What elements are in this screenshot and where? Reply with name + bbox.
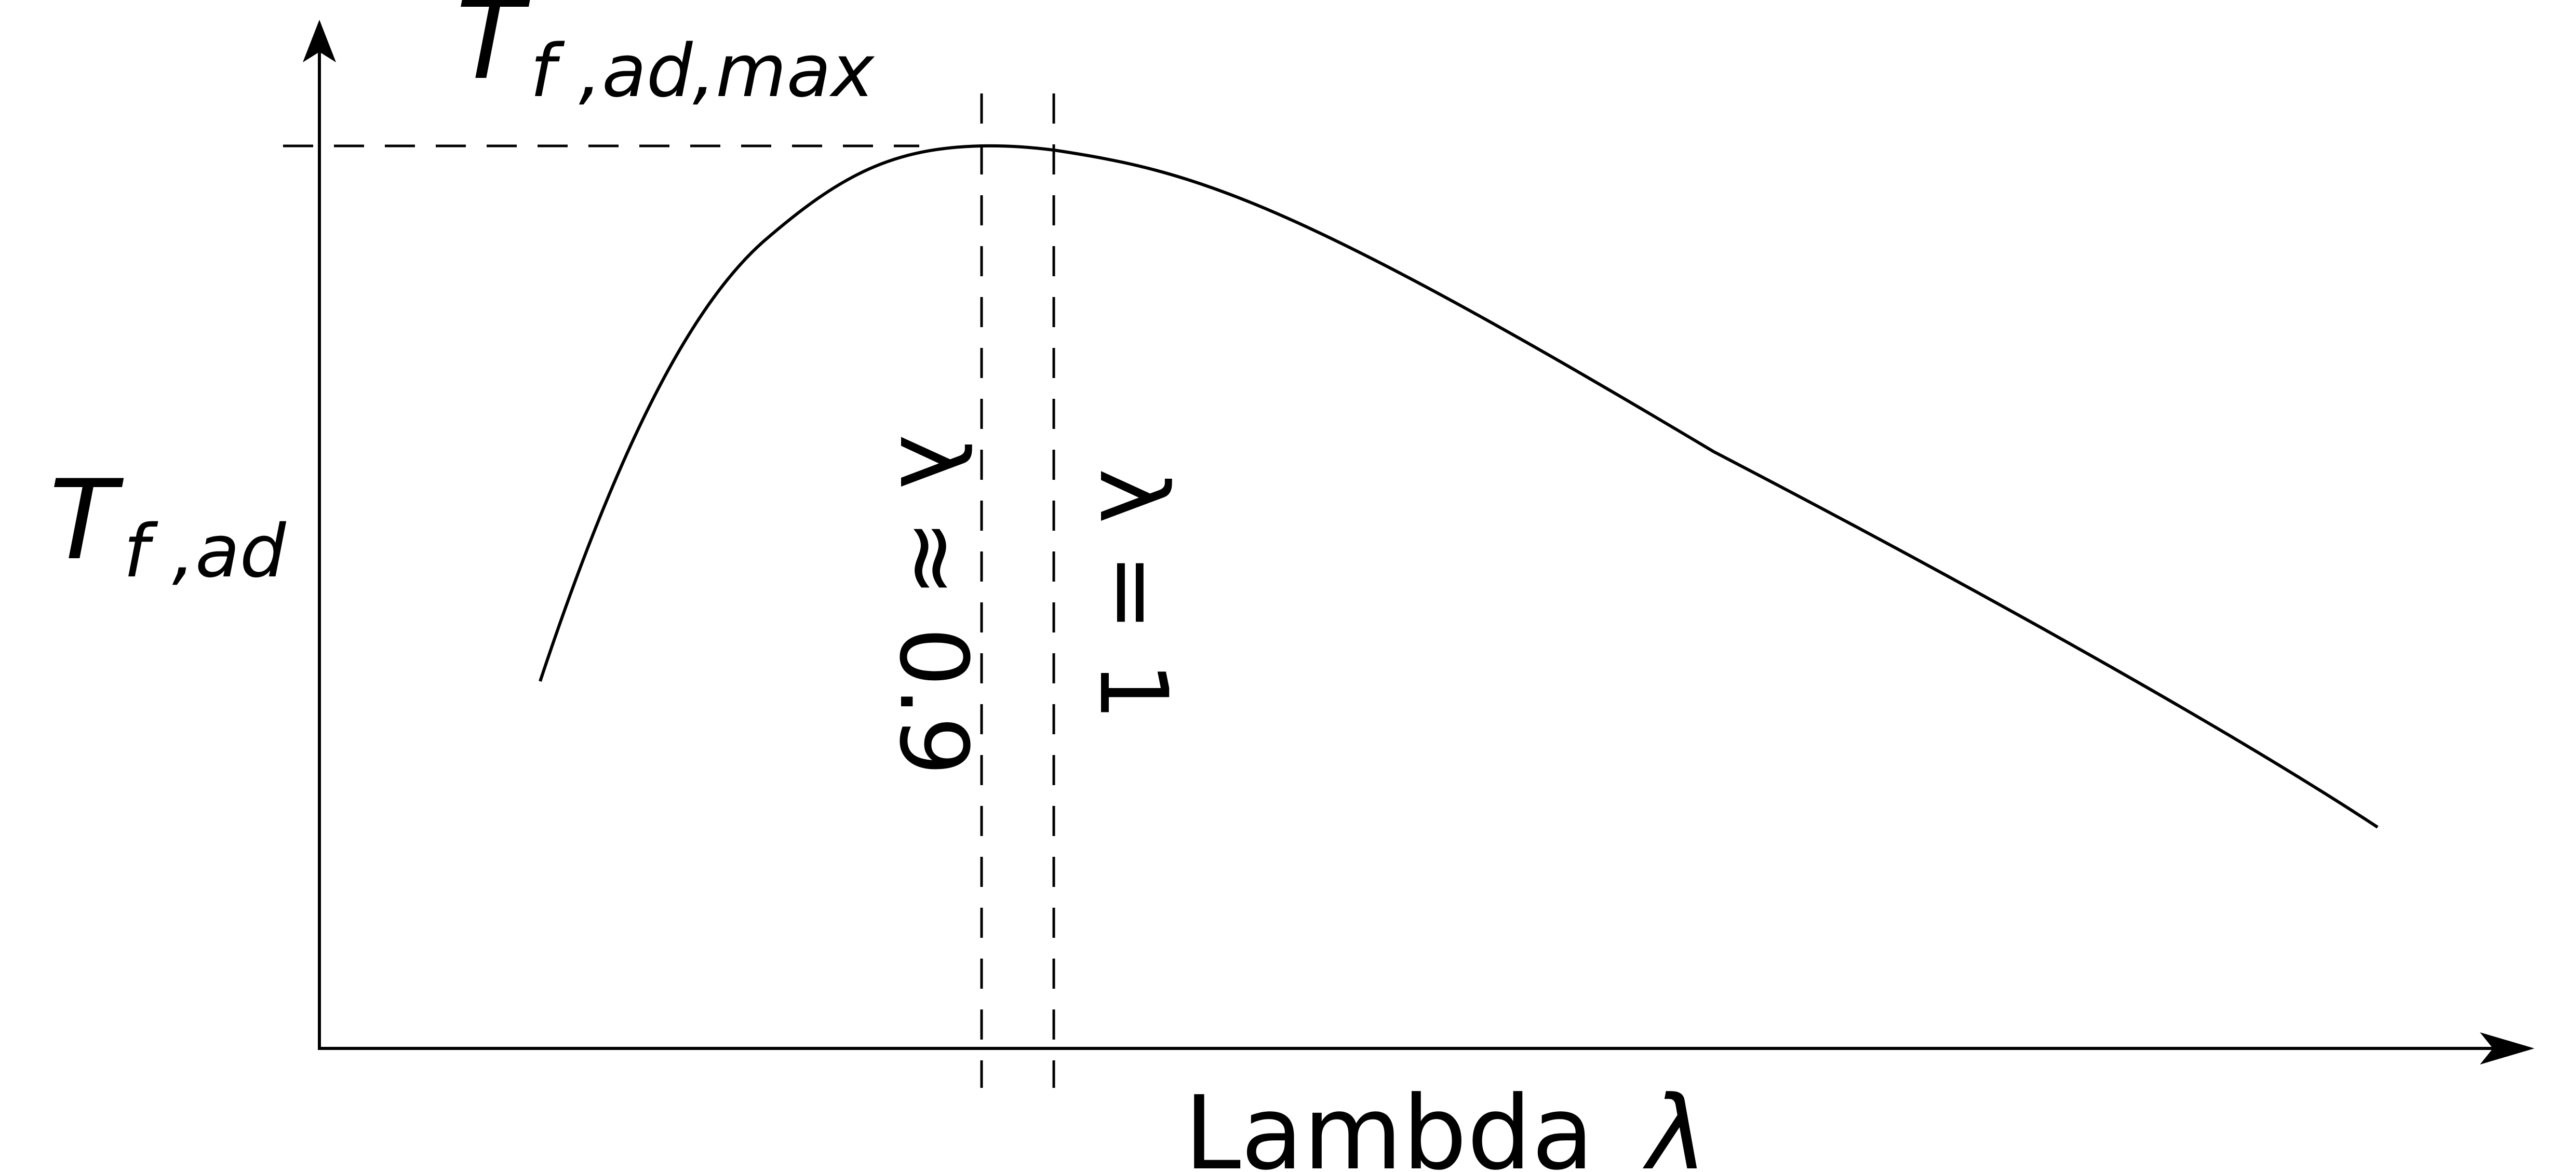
y-axis-label: T f ,ad	[49, 456, 287, 594]
y-axis-label-symbol: T	[49, 456, 124, 584]
lambda-equals-1-label: λ = 1	[1079, 468, 1187, 721]
peak-temperature-label: T f ,ad,max	[456, 0, 875, 114]
x-axis-label-text: Lambda	[1184, 1074, 1594, 1172]
peak-label-symbol: T	[456, 0, 531, 104]
y-axis-label-subscript: f ,ad	[124, 509, 287, 594]
x-axis-arrowhead	[2480, 1032, 2534, 1065]
x-axis-label-symbol: λ	[1642, 1074, 1707, 1172]
x-axis-label: Lambda λ	[1184, 1074, 1707, 1172]
y-axis-arrowhead	[303, 20, 336, 62]
adiabatic-flame-temperature-curve	[539, 144, 2379, 829]
peak-label-subscript: f ,ad,max	[530, 29, 876, 114]
lambda-approx-0.9-label: λ ≈ 0.9	[879, 434, 987, 776]
